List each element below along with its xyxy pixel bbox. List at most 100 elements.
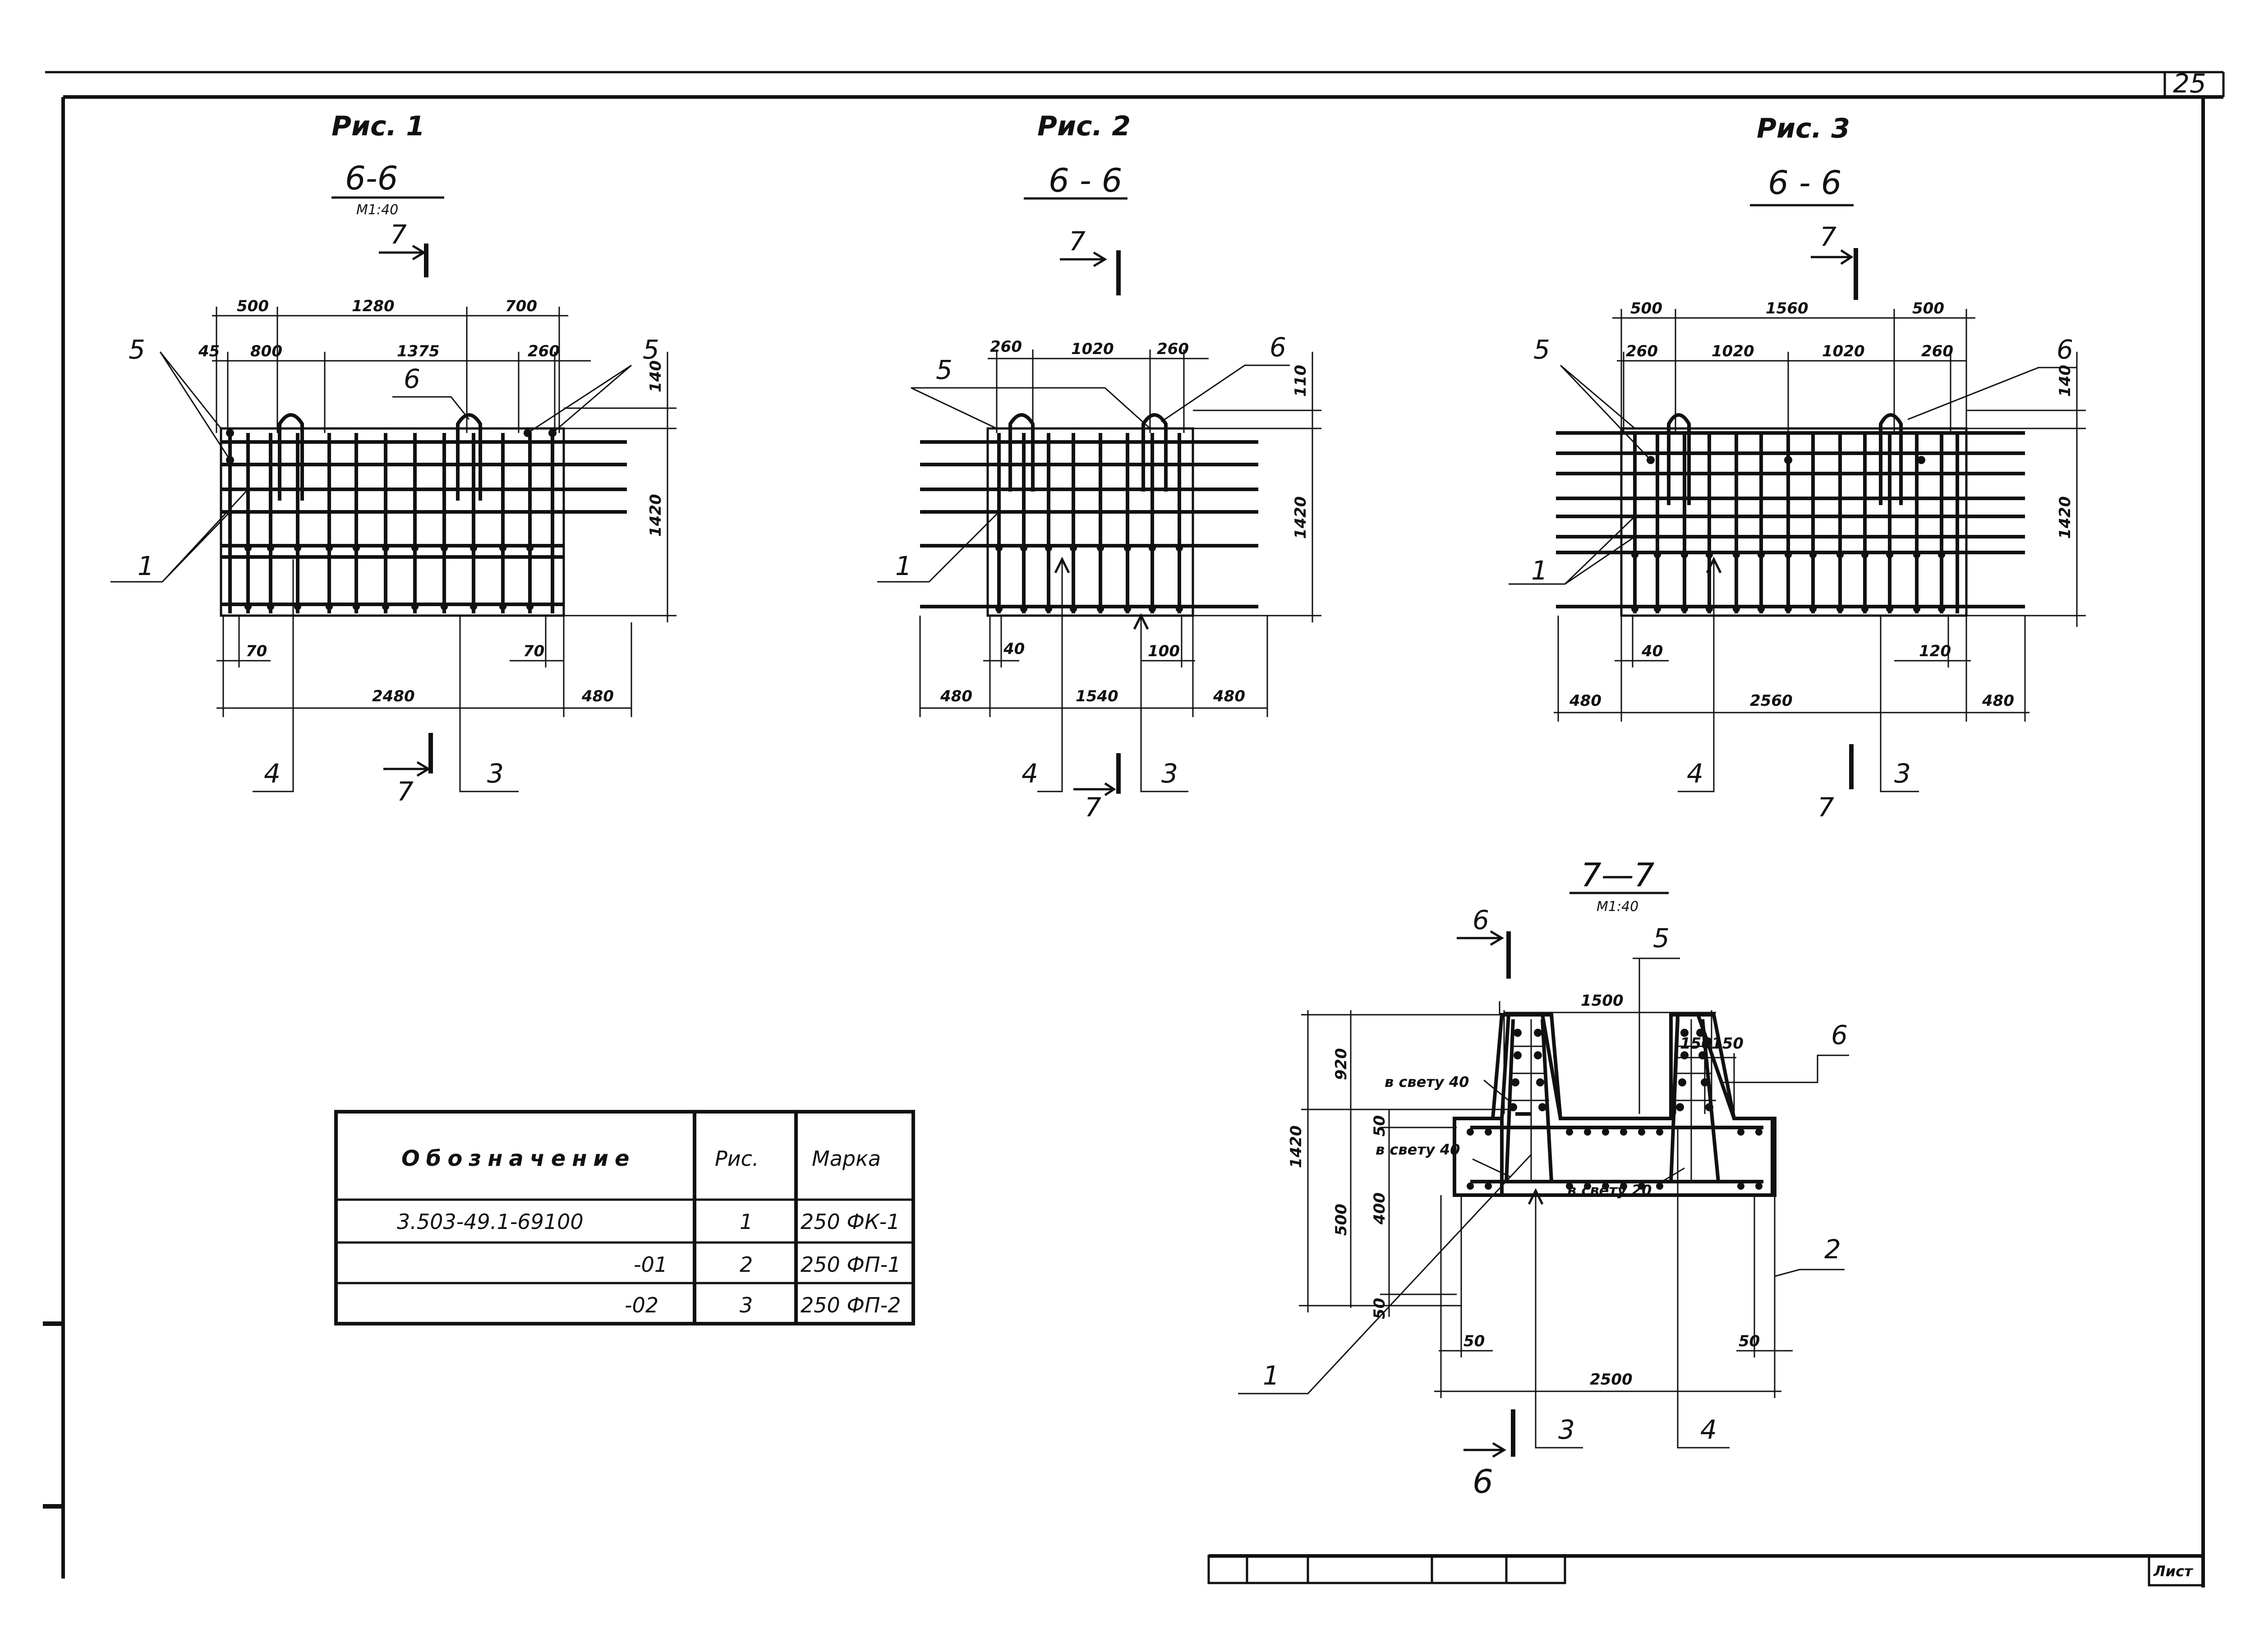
fig2-dim-1020: 1020 — [1071, 340, 1114, 358]
s77-dim-920: 920 — [1332, 1048, 1350, 1080]
fig3-dim-1560: 1560 — [1766, 299, 1809, 318]
s77-dim-500: 500 — [1332, 1204, 1350, 1236]
fig3-callout-3: 3 — [1894, 758, 1911, 789]
table-header-mark: Марка — [812, 1146, 881, 1171]
fig2-dim-1540: 1540 — [1076, 687, 1118, 705]
fig1-dim-45: 45 — [198, 342, 220, 360]
table-row2-fig: 2 — [740, 1252, 753, 1277]
fig1-dim-700: 700 — [505, 297, 537, 315]
fig1-callout-3: 3 — [487, 758, 504, 789]
fig3-title: Рис. 3 — [1757, 113, 1850, 144]
fig1-dim-260: 260 — [528, 342, 560, 360]
fig1-cut-top: 7 — [390, 219, 407, 250]
s77-callout-5: 5 — [1653, 923, 1670, 953]
fig3-callout-5: 5 — [1533, 334, 1550, 365]
fig3-dim-2560: 2560 — [1750, 692, 1793, 710]
s77-callout-4: 4 — [1700, 1414, 1717, 1445]
fig2-cut-bottom: 7 — [1085, 792, 1101, 823]
sheet-label: Лист — [2153, 1563, 2194, 1580]
fig3-callout-4: 4 — [1687, 758, 1703, 789]
fig3-dim-1020a: 1020 — [1712, 342, 1754, 360]
s77-scale: М1:40 — [1597, 899, 1638, 915]
fig2-dim-480a: 480 — [940, 687, 972, 705]
s77-dim-50d: 50 — [1739, 1332, 1760, 1350]
section-7-7: 7—7 М1:40 6 — [1238, 856, 1849, 1500]
fig1-section-title: 6-6 — [345, 159, 398, 197]
fig2-dim-1420: 1420 — [1292, 496, 1310, 539]
s77-dim-50c: 50 — [1463, 1332, 1485, 1350]
s77-dim-150a: 150 — [1680, 1035, 1712, 1053]
s77-dim-1420: 1420 — [1287, 1125, 1305, 1168]
s77-dim-50b: 50 — [1371, 1298, 1389, 1319]
fig2-dim-110: 110 — [1292, 365, 1310, 397]
fig3-callout-6: 6 — [2057, 334, 2073, 365]
fig2-dim-480b: 480 — [1213, 687, 1245, 705]
s77-dim-400: 400 — [1371, 1192, 1389, 1225]
table-row1-mark: 250 ФК-1 — [801, 1210, 900, 1234]
sheet-frame: 25 — [43, 68, 2225, 1588]
s77-dim-2500: 2500 — [1590, 1371, 1633, 1389]
s77-callout-3: 3 — [1558, 1414, 1575, 1445]
fig3-dim-1020b: 1020 — [1822, 342, 1865, 360]
title-block-strip: Лист — [1207, 1555, 2204, 1587]
fig1-callout-6: 6 — [404, 364, 420, 394]
table-row2-designation: -01 — [634, 1252, 667, 1277]
fig3-dim-480b: 480 — [1982, 692, 2014, 710]
fig3-callout-1: 1 — [1531, 555, 1548, 586]
fig1-cut-bottom: 7 — [397, 776, 414, 807]
fig1-dim-1420: 1420 — [647, 494, 665, 537]
fig1-callout-1: 1 — [138, 551, 154, 581]
table-row3-fig: 3 — [740, 1293, 753, 1317]
table-header-fig: Рис. — [715, 1146, 759, 1171]
fig3-dim-480a: 480 — [1569, 692, 1602, 710]
fig1-dim-480: 480 — [581, 687, 614, 705]
fig3-dim-1420: 1420 — [2056, 496, 2074, 539]
fig3-dim-500a: 500 — [1630, 299, 1662, 318]
designation-table: Обозначение Рис. Марка 3.503-49.1-69100 … — [334, 1110, 915, 1325]
s77-cut-bottom-label: 6 — [1473, 1463, 1493, 1500]
fig3-dim-260b: 260 — [1921, 342, 1953, 360]
fig1-dim-70a: 70 — [246, 642, 267, 660]
s77-callout-1: 1 — [1263, 1360, 1279, 1391]
fig2-dim-260b: 260 — [1157, 340, 1189, 358]
s77-dim-150b: 150 — [1712, 1035, 1744, 1053]
s77-section-title: 7—7 — [1581, 856, 1655, 894]
fig3-cut-top: 7 — [1820, 221, 1836, 252]
sheet-number: 25 — [2173, 68, 2206, 99]
fig1-dim-140: 140 — [647, 360, 665, 392]
table-row3-designation: -02 — [625, 1293, 658, 1317]
fig1-dim-1280: 1280 — [352, 297, 395, 315]
fig1-dim-1375: 1375 — [397, 342, 440, 360]
s77-dim-50a: 50 — [1371, 1115, 1389, 1137]
fig3-dim-120: 120 — [1919, 642, 1951, 660]
s77-cut-top-label: 6 — [1473, 905, 1489, 935]
s77-callout-2: 2 — [1824, 1234, 1841, 1265]
fig1-dim-70b: 70 — [523, 642, 544, 660]
fig1-dim-2480: 2480 — [372, 687, 415, 705]
fig2-dim-40: 40 — [1003, 640, 1025, 658]
fig2-callout-3: 3 — [1161, 758, 1178, 789]
s77-note-clear-40b: в свету 40 — [1376, 1141, 1460, 1158]
figure-3: Рис. 3 6 - 6 7 — [1509, 113, 2086, 823]
table-row1-designation: 3.503-49.1-69100 — [397, 1210, 584, 1234]
s77-dim-1500: 1500 — [1581, 992, 1624, 1010]
fig3-cut-bottom: 7 — [1818, 792, 1834, 823]
fig3-dim-260a: 260 — [1626, 342, 1658, 360]
fig1-scale: М1:40 — [356, 202, 398, 218]
s77-note-clear-40a: в свету 40 — [1385, 1073, 1469, 1091]
table-header-designation: Обозначение — [401, 1146, 636, 1171]
fig2-dim-100: 100 — [1148, 642, 1180, 660]
fig3-dim-140: 140 — [2056, 365, 2074, 397]
fig1-dim-800: 800 — [250, 342, 282, 360]
table-row2-mark: 250 ФП-1 — [801, 1252, 901, 1277]
table-row3-mark: 250 ФП-2 — [801, 1293, 901, 1317]
fig3-dim-500b: 500 — [1912, 299, 1944, 318]
fig1-callout-4: 4 — [264, 758, 281, 789]
fig2-callout-5: 5 — [936, 354, 953, 385]
fig2-callout-6: 6 — [1270, 332, 1286, 363]
fig2-callout-1: 1 — [895, 551, 912, 581]
fig1-dim-500: 500 — [237, 297, 269, 315]
s77-note-clear-20: в свету 20 — [1567, 1182, 1652, 1199]
fig3-section-title: 6 - 6 — [1768, 164, 1841, 202]
